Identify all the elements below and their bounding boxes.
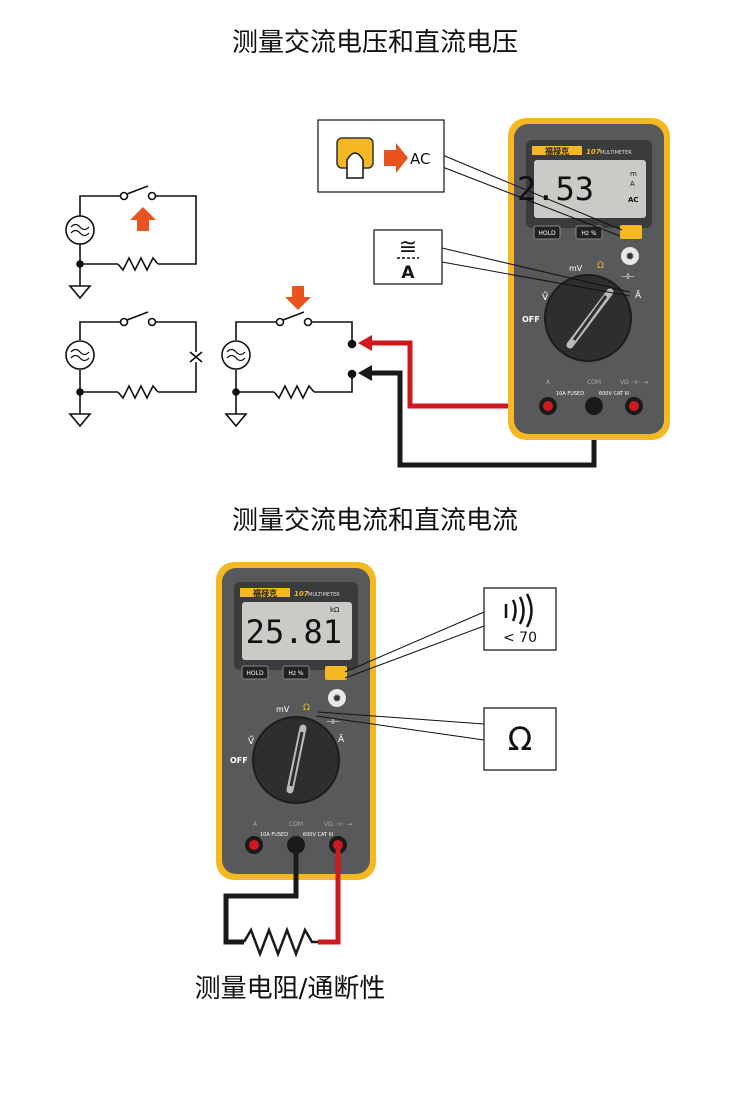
multimeter-2: 福禄克 107 MULTIMETER 25.81 kΩ HOLD Hz % ✹ … (216, 562, 376, 880)
dial-capacitance: ⊣⊢ (621, 272, 635, 281)
sun-icon: ✹ (625, 250, 634, 263)
brand-logo-2: 福禄克 (252, 588, 277, 598)
black-test-lead-2 (223, 845, 299, 945)
hold-button-label: HOLD (538, 230, 556, 237)
resistance-section-title: 测量电阻/通断性 (194, 974, 386, 1004)
a-jack-2[interactable] (249, 840, 259, 850)
current-section-title: 测量交流电流和直流电流 (231, 506, 518, 536)
ohm-symbol: Ω (508, 720, 532, 758)
hz-button[interactable] (575, 225, 603, 240)
yellow-function-button-2[interactable] (325, 666, 347, 680)
hold-button-2[interactable] (241, 665, 269, 680)
sun-icon: ✹ (332, 692, 341, 705)
dial-v-ac-2: Ṽ (248, 735, 255, 747)
model-number: 107 (586, 148, 601, 156)
callout-dial-amps: ≅ A (373, 229, 631, 297)
dial-off-2: OFF (230, 756, 248, 765)
hz-button-label: Hz % (581, 230, 597, 237)
black-test-lead (362, 370, 597, 468)
lcd-unit: A (630, 180, 635, 188)
circuit-switch-open (65, 185, 197, 300)
finger-press-icon (346, 152, 364, 179)
dial-v-ac: Ṽ (542, 291, 549, 303)
dial-ohm-2: Ω (303, 703, 310, 713)
model-number-2: 107 (294, 590, 309, 598)
v-rating-2: 600V CAT III (303, 832, 333, 838)
callout-ohm: Ω (315, 707, 557, 771)
v-rating: 600V CAT III (599, 391, 629, 397)
backlight-button-2[interactable] (328, 689, 346, 707)
lcd-unit-prefix: m (630, 170, 637, 178)
com-jack[interactable] (585, 397, 603, 415)
dial-mv-2: mV (276, 705, 290, 714)
jack-com-label-2: COM (289, 821, 303, 828)
v-jack[interactable] (629, 401, 639, 411)
model-sub-2: MULTIMETER (308, 592, 340, 598)
a-rating-2: 10A FUSED (260, 832, 288, 838)
a-jack[interactable] (543, 401, 553, 411)
lcd-unit-2: kΩ (330, 606, 340, 614)
hz-button-2-label: Hz % (288, 670, 304, 677)
brand-logo: 福禄克 (544, 146, 569, 156)
arrow-up-icon (130, 207, 156, 231)
model-sub: MULTIMETER (600, 150, 632, 156)
dial-amps: Ā (635, 290, 642, 301)
hz-button-2[interactable] (282, 665, 310, 680)
red-probe-tip (358, 335, 372, 351)
red-test-lead-2 (318, 845, 341, 945)
resistor-symbol (242, 926, 318, 958)
backlight-button[interactable] (621, 247, 639, 265)
dial-ohm: Ω (597, 261, 604, 271)
dial-amps-2: Ā (338, 734, 345, 745)
ac-dc-symbol: ≅ (399, 235, 417, 260)
continuity-threshold: < 70 (503, 630, 537, 646)
lcd-ac-indicator: AC (628, 196, 639, 204)
dial-off: OFF (522, 315, 540, 324)
jack-com-label: COM (587, 379, 601, 386)
hold-button-2-label: HOLD (246, 670, 264, 677)
black-probe-tip (358, 365, 372, 381)
circuit-measured (221, 311, 357, 428)
jack-a-label: A (546, 379, 551, 386)
hold-button[interactable] (533, 225, 561, 240)
dial-capacitance-2: ⊣⊢ (326, 717, 340, 726)
lcd-reading-2: 25.81 (246, 613, 342, 651)
red-test-lead (362, 340, 548, 409)
callout-continuity: < 70 (344, 587, 557, 679)
lcd-reading: 2.53 (517, 170, 594, 208)
jack-v-label-2: VΩ ⊣⊢ ⇥ (324, 821, 352, 828)
voltage-section-title: 测量交流电压和直流电压 (231, 28, 518, 58)
arrow-right-icon (384, 143, 408, 173)
dial-mv: mV (569, 264, 583, 273)
amp-symbol: A (401, 263, 415, 283)
arrow-down-icon (285, 286, 311, 310)
ac-mode-label: AC (410, 150, 430, 168)
a-rating: 10A FUSED (556, 391, 584, 397)
jack-v-label: VΩ ⊣⊢ ⇥ (620, 379, 648, 386)
beeper-icon (504, 593, 533, 628)
yellow-function-button[interactable] (620, 225, 642, 239)
jack-a-label-2: A (253, 821, 258, 828)
multimeter-1: 福禄克 107 MULTIMETER 2.53 m A AC HOLD Hz %… (508, 118, 670, 440)
callout-ac-mode: AC (317, 119, 623, 237)
circuit-broken (65, 311, 203, 428)
